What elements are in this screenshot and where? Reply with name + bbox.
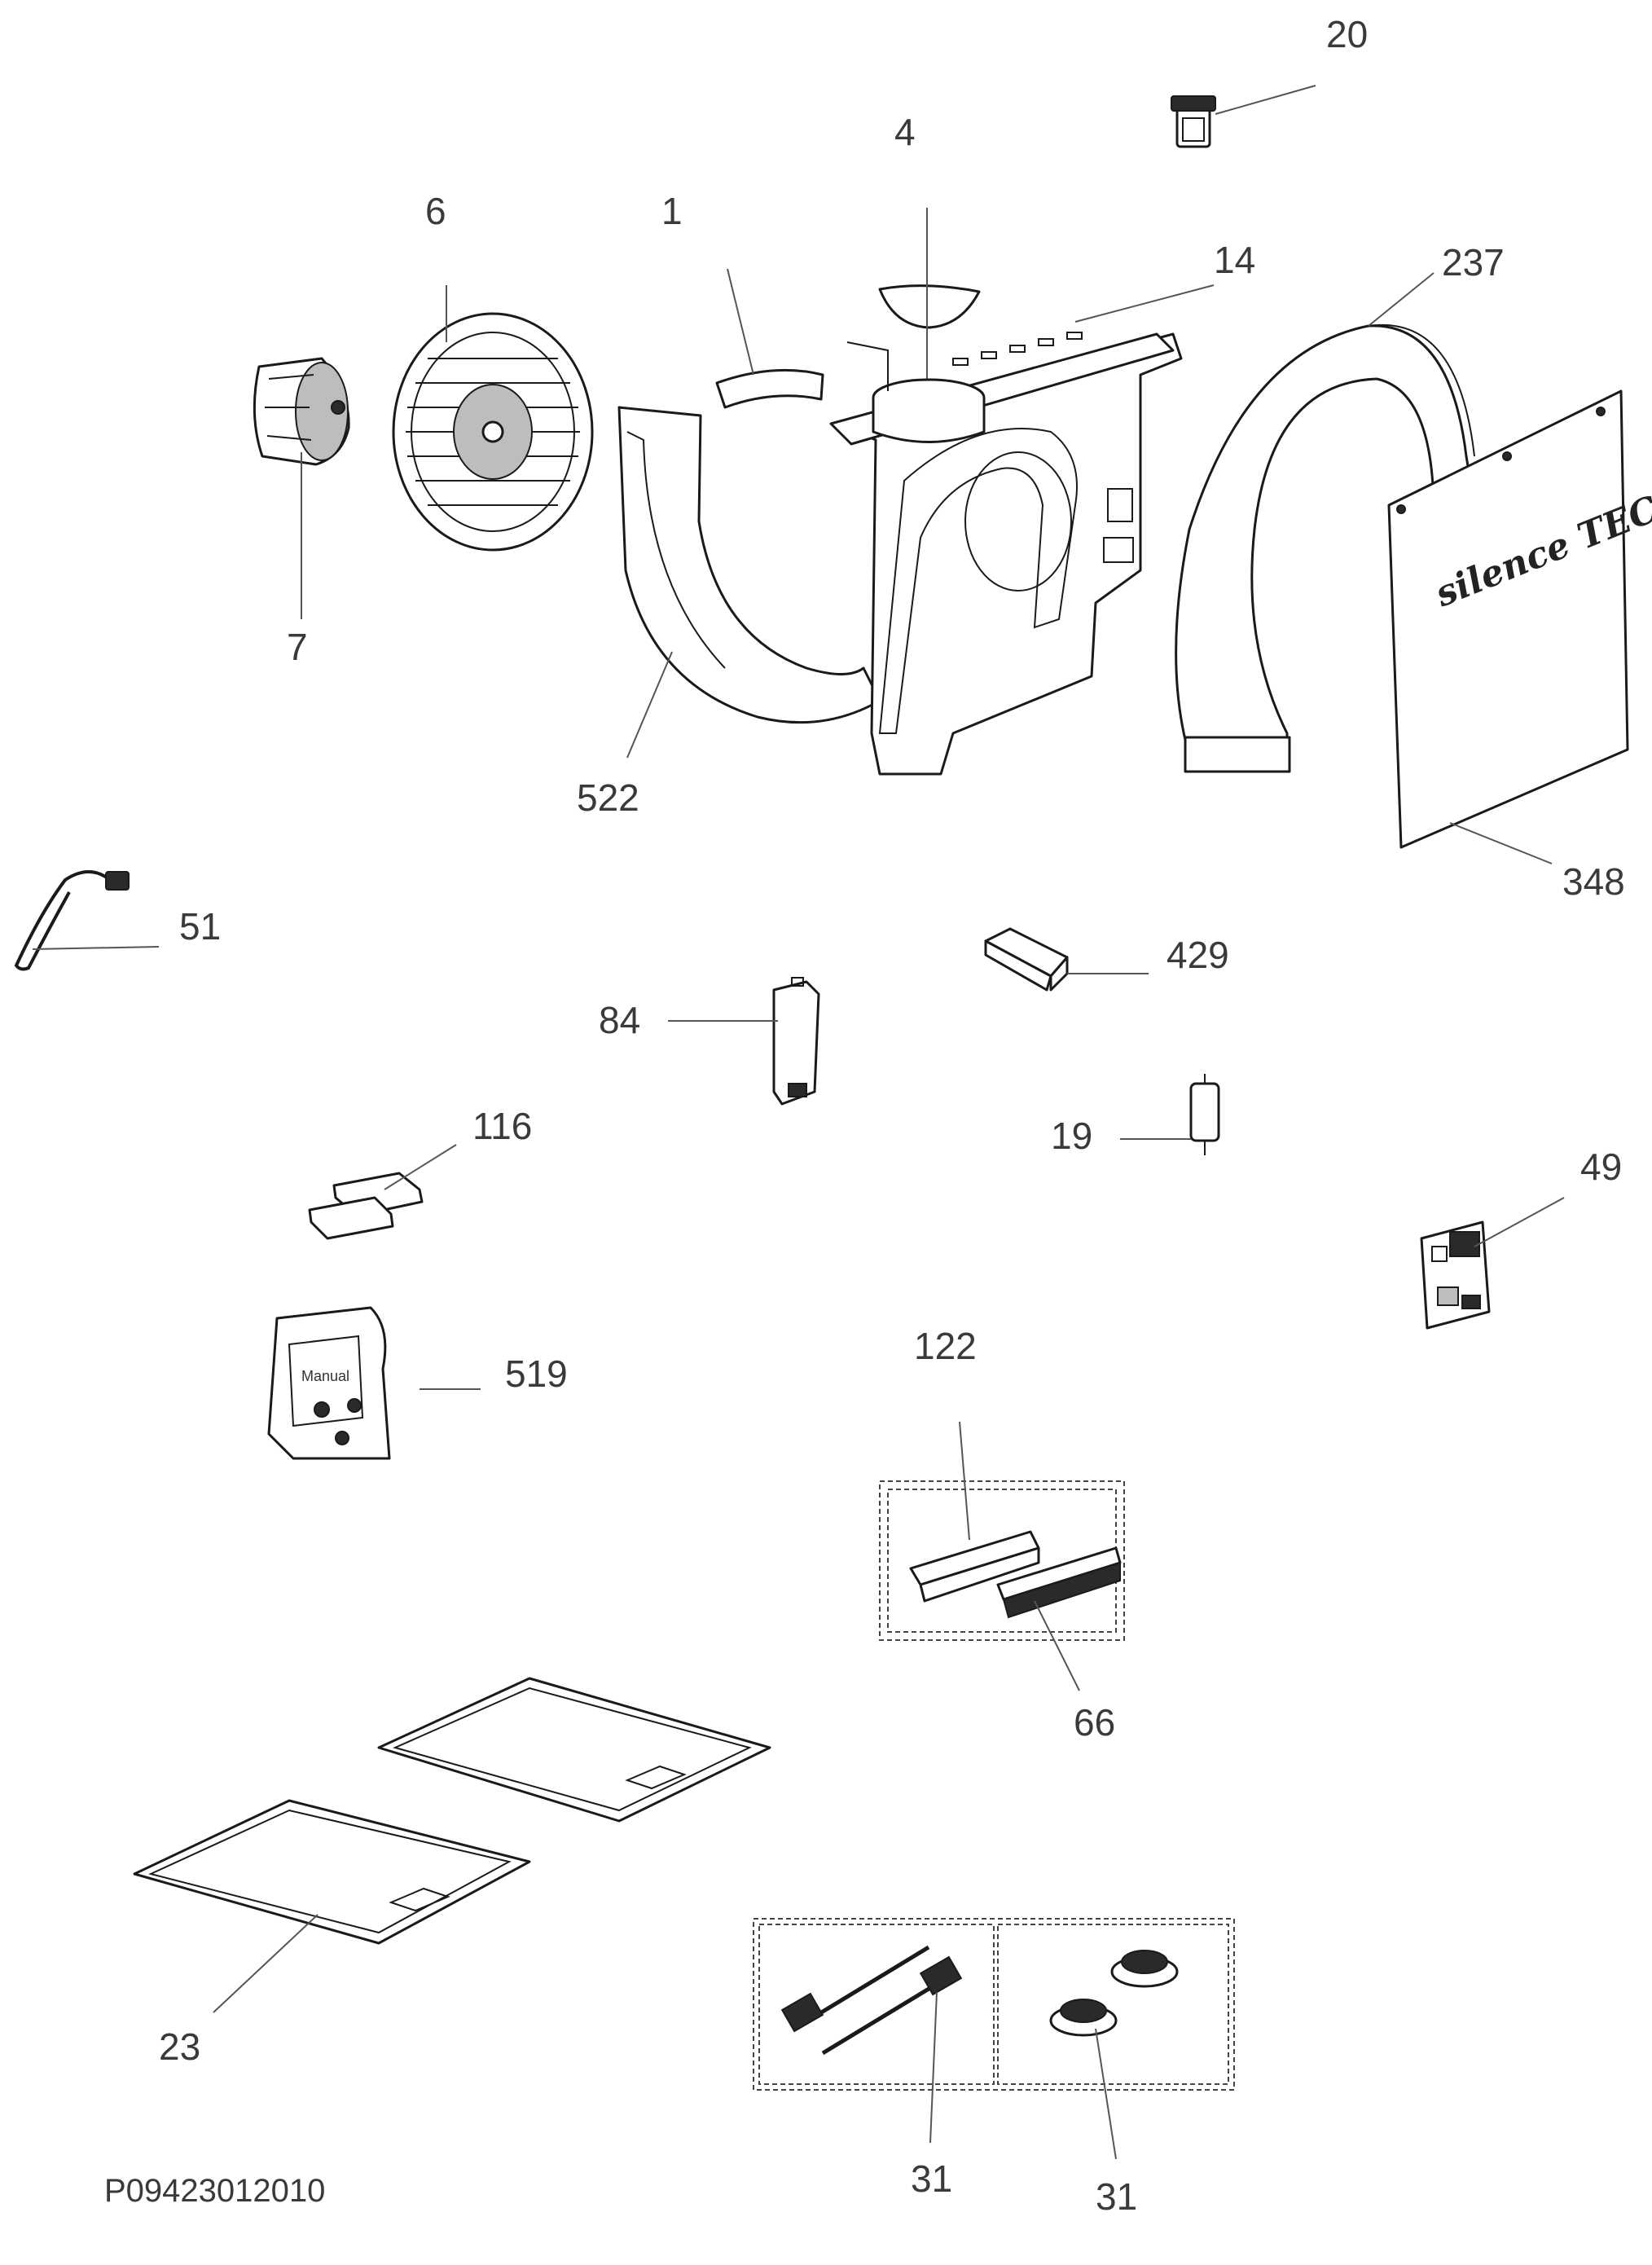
- callout-84: 84: [599, 999, 640, 1041]
- part-20-connector: [1171, 85, 1316, 148]
- callout-51: 51: [179, 905, 221, 948]
- part-23-grease-filters: [133, 1677, 771, 2013]
- part-237-loop-duct: [1175, 272, 1476, 773]
- part-116-brackets: [308, 1144, 457, 1240]
- callout-66: 66: [1074, 1701, 1115, 1744]
- part-122-66-light-group: [879, 1421, 1125, 1691]
- part-49-control-board: [1420, 1197, 1565, 1330]
- part-31-knob-group: [753, 1918, 1235, 2160]
- callout-116: 116: [472, 1105, 532, 1147]
- callout-519: 519: [505, 1352, 568, 1395]
- callout-122: 122: [914, 1325, 977, 1367]
- part-6-blower-wheel: [392, 285, 594, 552]
- part-522-duct-strip: [617, 406, 881, 759]
- drawing-code: P09423012010: [104, 2173, 325, 2209]
- part-51-cable: [14, 870, 160, 971]
- callout-429: 429: [1167, 934, 1229, 976]
- part-4-cover: [878, 208, 981, 398]
- part-14-main-housing: [829, 284, 1215, 776]
- callout-1: 1: [661, 190, 683, 232]
- callout-14: 14: [1214, 239, 1255, 281]
- callout-31-right: 31: [1096, 2175, 1137, 2218]
- callout-348: 348: [1562, 860, 1625, 903]
- callout-19: 19: [1051, 1115, 1092, 1157]
- callout-4: 4: [894, 111, 916, 153]
- callout-31-left: 31: [911, 2157, 952, 2200]
- callout-23: 23: [159, 2025, 200, 2068]
- callout-522: 522: [577, 776, 639, 819]
- part-348-front-panel: silence TECH: [1387, 389, 1652, 864]
- callout-20: 20: [1326, 13, 1368, 55]
- part-19-capacitor: [1120, 1074, 1220, 1155]
- callout-7: 7: [287, 626, 308, 668]
- part-429-module: [984, 927, 1149, 992]
- part-7-motor: [253, 357, 350, 619]
- callout-237: 237: [1442, 241, 1505, 284]
- part-84-holder: [668, 977, 820, 1106]
- callout-49: 49: [1580, 1146, 1622, 1188]
- callout-6: 6: [425, 190, 446, 232]
- part-1-curved-cover: [715, 268, 824, 409]
- part-519-accessory-bag: Manual: [267, 1306, 481, 1460]
- manual-label: Manual: [301, 1368, 349, 1384]
